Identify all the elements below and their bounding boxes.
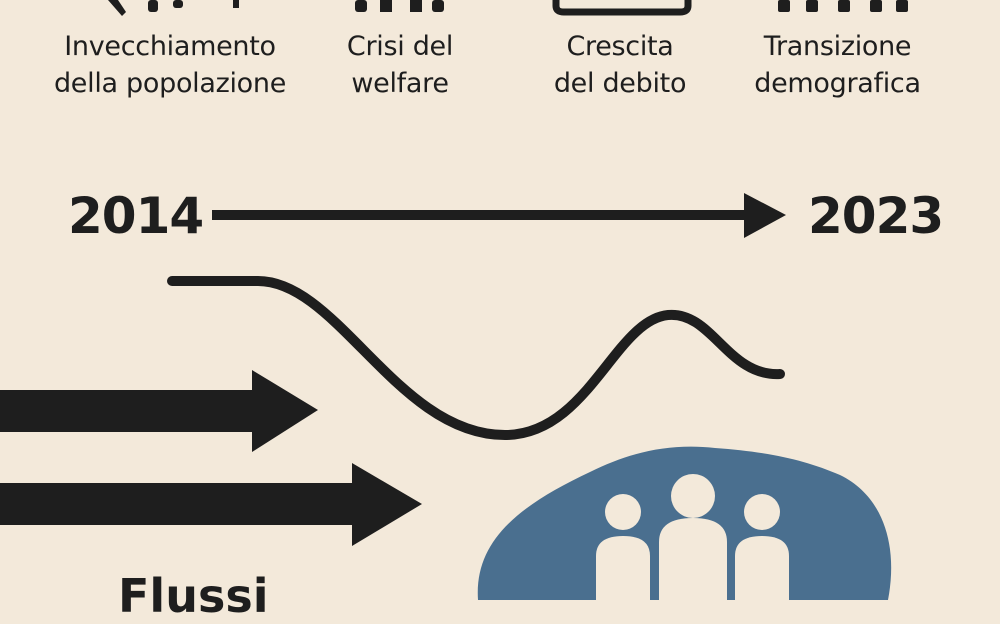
theme-aging-population: Invecchiamento della popolazione [20,28,320,102]
debt-icon [552,0,692,16]
theme-line: del debito [553,68,687,99]
timeline-start-year: 2014 [68,187,204,245]
theme-debt-growth: Crescita del debito [515,28,725,102]
theme-line: welfare [351,68,449,99]
welfare-icon [355,0,444,12]
theme-demographic-transition: Transizione demografica [725,28,950,102]
demographic-icon [778,0,908,12]
flow-arrow-upper [0,370,318,452]
flow-arrow-lower [0,463,422,546]
flows-label: Flussi [118,569,269,623]
elderly-icon [108,0,239,16]
theme-line: Invecchiamento [64,31,276,62]
theme-line: Crisi del [346,31,454,62]
theme-line: demografica [754,68,921,99]
theme-welfare-crisis: Crisi del welfare [320,28,480,102]
theme-line: della popolazione [53,68,287,99]
trend-curve [167,276,785,441]
people-group-icon [596,474,789,600]
diagram-canvas [0,0,908,600]
theme-line: Transizione [763,31,912,62]
theme-line: Crescita [566,31,674,62]
timeline-arrow [212,193,786,238]
timeline-end-year: 2023 [808,187,944,245]
